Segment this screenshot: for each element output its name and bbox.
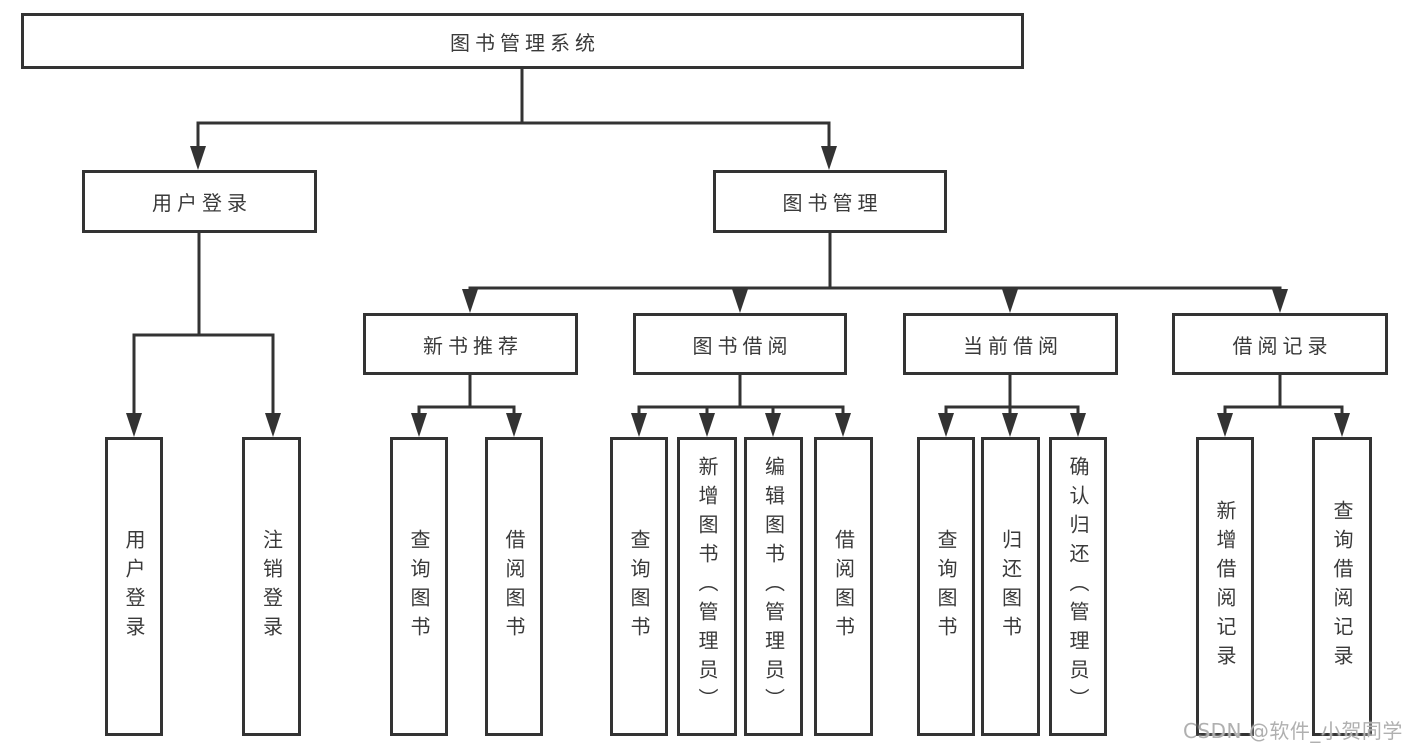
connector-arrowhead bbox=[1070, 413, 1086, 437]
connector-arrowhead bbox=[1217, 413, 1233, 437]
node-br-add-record: 新增借阅记录 bbox=[1196, 437, 1254, 736]
connector-arrowhead bbox=[835, 413, 851, 437]
node-current-borrowing: 当前借阅 bbox=[903, 313, 1118, 375]
node-new-book-recommend: 新书推荐 bbox=[363, 313, 578, 375]
node-book-management: 图书管理 bbox=[713, 170, 947, 233]
node-nbr-query-books: 查询图书 bbox=[390, 437, 448, 736]
node-user-login-branch: 用户登录 bbox=[82, 170, 317, 233]
node-bb-add-books-admin: 新增图书（管理员） bbox=[677, 437, 737, 736]
node-bb-edit-books-admin: 编辑图书（管理员） bbox=[744, 437, 803, 736]
csdn-watermark: CSDN @软件_小贺同学 bbox=[1183, 719, 1403, 743]
connector-arrowhead bbox=[1334, 413, 1350, 437]
node-logout-leaf: 注销登录 bbox=[242, 437, 301, 736]
node-user-login-leaf: 用户登录 bbox=[105, 437, 163, 736]
node-system-root: 图书管理系统 bbox=[21, 13, 1024, 69]
connector-arrowhead bbox=[506, 413, 522, 437]
connector-arrowhead bbox=[732, 289, 748, 313]
node-br-query-record: 查询借阅记录 bbox=[1312, 437, 1372, 736]
connector-arrowhead bbox=[126, 413, 142, 437]
connector-arrowhead bbox=[190, 146, 206, 170]
node-borrowing-records: 借阅记录 bbox=[1172, 313, 1388, 375]
connector-arrowhead bbox=[765, 413, 781, 437]
node-cb-return-books: 归还图书 bbox=[981, 437, 1040, 736]
node-book-borrowing: 图书借阅 bbox=[633, 313, 847, 375]
node-bb-query-books: 查询图书 bbox=[610, 437, 668, 736]
connector-arrowhead bbox=[265, 413, 281, 437]
connector-arrowhead bbox=[1002, 413, 1018, 437]
connector-arrowhead bbox=[1002, 289, 1018, 313]
connector-arrowhead bbox=[821, 146, 837, 170]
connector-arrowhead bbox=[631, 413, 647, 437]
connector-arrowhead bbox=[699, 413, 715, 437]
connector-arrowhead bbox=[938, 413, 954, 437]
connector-arrowhead bbox=[1272, 289, 1288, 313]
node-nbr-borrow-books: 借阅图书 bbox=[485, 437, 543, 736]
connector-arrowhead bbox=[411, 413, 427, 437]
node-cb-confirm-return-admin: 确认归还（管理员） bbox=[1049, 437, 1107, 736]
node-bb-borrow-books: 借阅图书 bbox=[814, 437, 873, 736]
node-cb-query-books: 查询图书 bbox=[917, 437, 975, 736]
connector-arrowhead bbox=[462, 289, 478, 313]
